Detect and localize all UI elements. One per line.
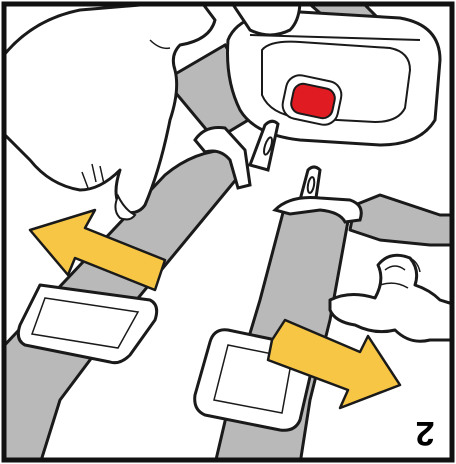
right-upper-strap [350, 195, 456, 245]
step-number: 2 [408, 416, 442, 450]
right-hand [330, 255, 456, 341]
